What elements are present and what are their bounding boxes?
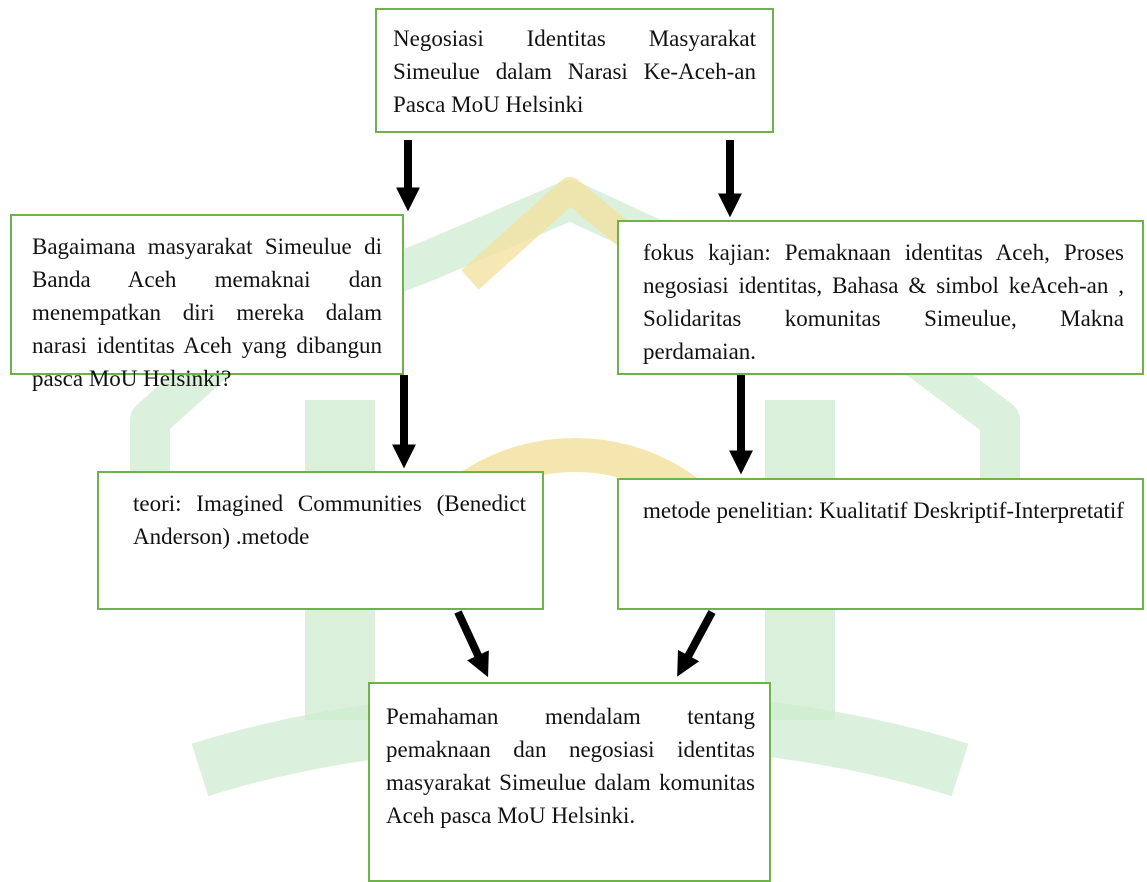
study-focus-box: fokus kajian: Pemaknaan identitas Aceh, …	[617, 220, 1144, 375]
research-method-box: metode penelitian: Kualitatif Deskriptif…	[617, 478, 1144, 610]
title-box: Negosiasi Identitas Masyarakat Simeulue …	[375, 8, 774, 133]
outcome-box: Pemahaman mendalam tentang pemaknaan dan…	[368, 682, 771, 882]
theory-box: teori: Imagined Communities (Benedict An…	[97, 471, 544, 610]
research-question-box: Bagaimana masyarakat Simeulue di Banda A…	[10, 214, 404, 391]
